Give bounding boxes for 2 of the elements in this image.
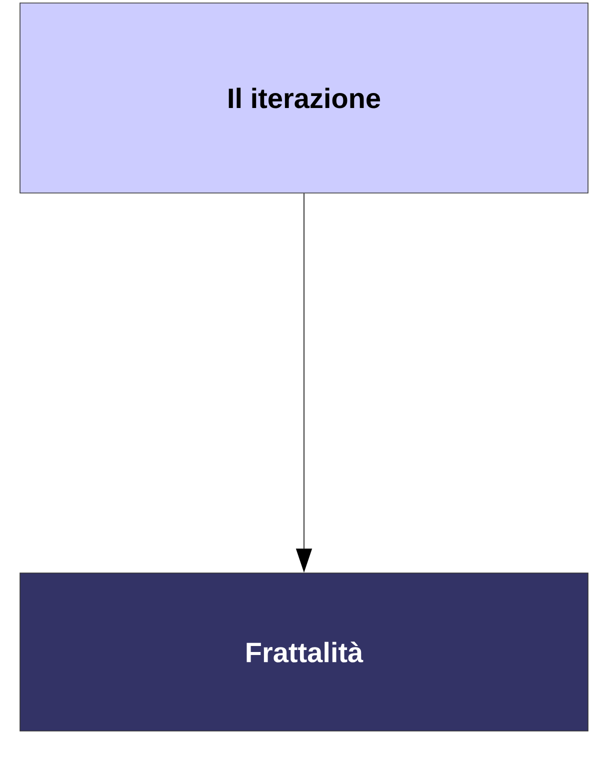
process-box: Frattalità: [20, 572, 588, 732]
process-box: Il iterazione: [20, 2, 588, 194]
